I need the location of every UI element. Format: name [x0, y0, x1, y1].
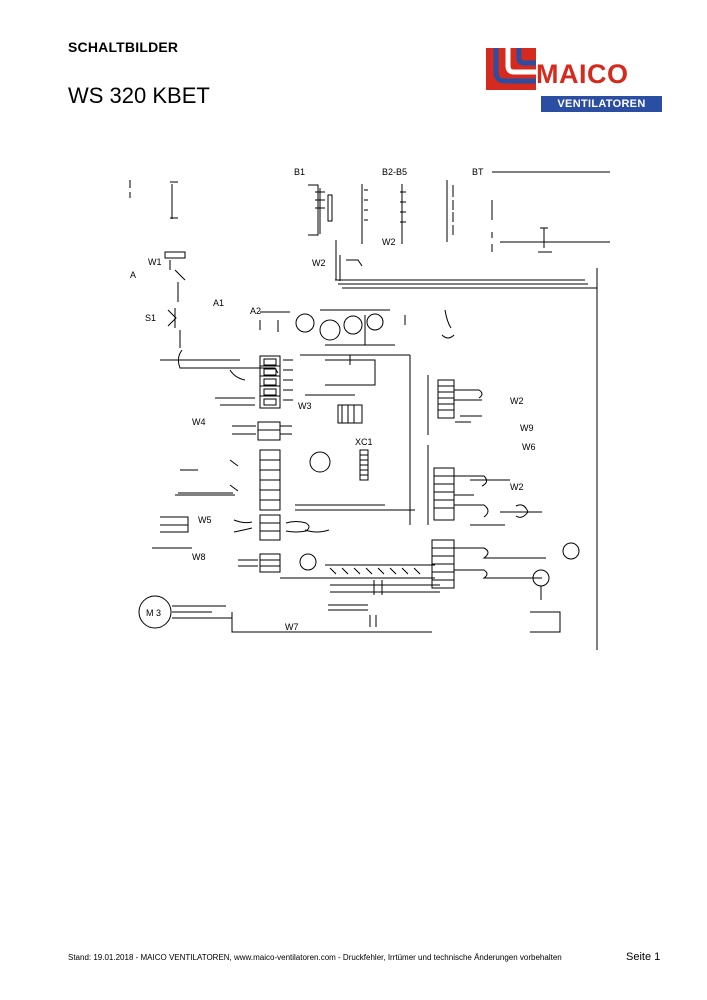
page-number: Seite 1 [626, 951, 661, 963]
label-bt: BT [472, 167, 484, 177]
section-title: SCHALTBILDER [68, 39, 179, 55]
label-w8: W8 [192, 552, 206, 562]
label-w3: W3 [298, 401, 312, 411]
label-a1: A1 [213, 298, 224, 308]
label-w4: W4 [192, 417, 206, 427]
label-w5: W5 [198, 515, 212, 525]
label-w2-right-2: W2 [510, 482, 524, 492]
label-w1: W1 [148, 257, 162, 267]
label-b1: B1 [294, 167, 305, 177]
maico-logo-mark-icon [486, 48, 536, 90]
label-a2: A2 [250, 306, 261, 316]
label-w2-top: W2 [382, 237, 396, 247]
logo-brand-text: MAICO [536, 59, 629, 89]
maico-logo: MAICO VENTILATOREN [486, 48, 662, 114]
footer-note: Stand: 19.01.2018 - MAICO VENTILATOREN, … [68, 953, 562, 962]
label-w6-right: W6 [522, 442, 536, 452]
label-w7: W7 [285, 622, 299, 632]
label-w9: W9 [520, 423, 534, 433]
label-b2-b5: B2-B5 [382, 167, 407, 177]
label-a: A [130, 270, 136, 280]
label-w2-right-1: W2 [510, 396, 524, 406]
label-s1: S1 [145, 313, 156, 323]
label-w2-left: W2 [312, 258, 326, 268]
wiring-diagram: B1 B2-B5 BT W1 A S1 A1 A2 W2 W2 W3 W4 W5… [129, 167, 610, 650]
logo-subtitle: VENTILATOREN [541, 96, 662, 112]
document-title: WS 320 KBET [68, 83, 210, 108]
label-m3: M 3 [146, 608, 161, 618]
label-xc1: XC1 [355, 437, 373, 447]
